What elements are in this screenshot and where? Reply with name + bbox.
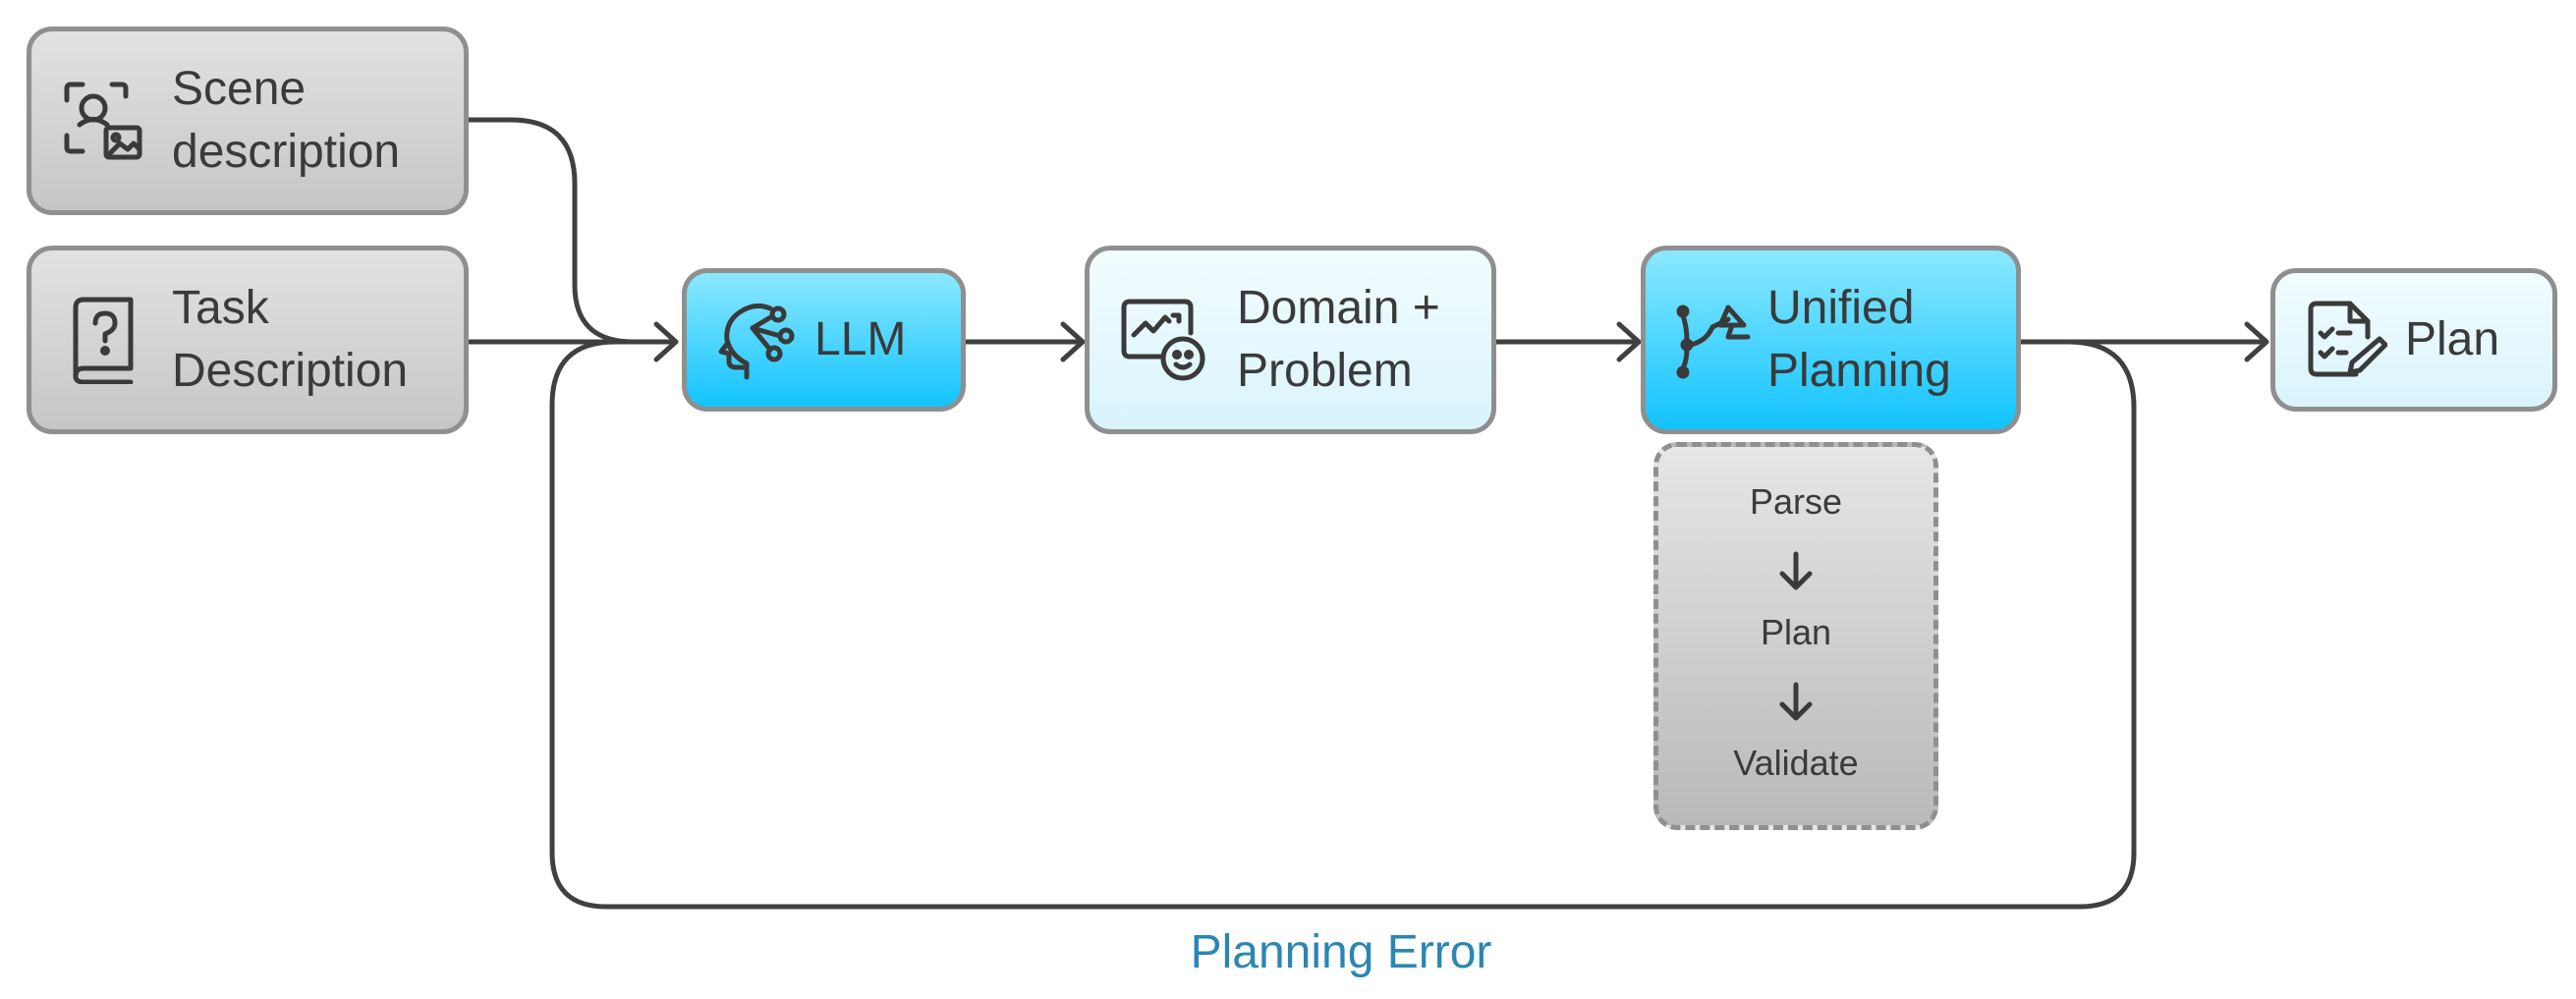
arrow-down-icon <box>1779 551 1813 590</box>
connector-scene-to-llm <box>466 117 677 345</box>
subprocess-step-plan: Plan <box>1760 612 1832 652</box>
llm-label: LLM <box>814 313 907 365</box>
path-robot-arm-icon <box>1669 298 1758 382</box>
task-description-label: Task Description <box>172 282 409 397</box>
arrow-down-icon <box>1779 682 1813 721</box>
question-book-icon <box>56 296 150 384</box>
head-network-icon <box>714 299 803 381</box>
feedback-loop <box>549 339 2137 910</box>
unified-planning-label: Unified Planning <box>1767 282 1951 397</box>
domain-problem-label: Domain + Problem <box>1237 282 1440 397</box>
task-description-node: Task Description <box>27 246 469 434</box>
plan-node: Plan <box>2270 268 2557 412</box>
planning-error-label: Planning Error <box>1190 926 1492 978</box>
checklist-pencil-icon <box>2301 298 2389 382</box>
scene-description-label: Scene description <box>172 63 401 178</box>
domain-problem-node: Domain + Problem <box>1085 246 1496 434</box>
chart-gear-icon <box>1117 296 1211 384</box>
planning-subprocess: Parse Plan Validate <box>1653 442 1938 830</box>
arrowhead-llm <box>653 321 679 362</box>
subprocess-step-parse: Parse <box>1749 481 1843 522</box>
arrowhead-unified <box>1616 321 1642 362</box>
subprocess-step-validate: Validate <box>1733 743 1859 783</box>
plan-label: Plan <box>2405 313 2500 365</box>
scene-image-icon <box>56 79 150 163</box>
unified-planning-node: Unified Planning <box>1641 246 2021 434</box>
arrowhead-plan <box>2244 321 2269 362</box>
arrowhead-domain <box>1060 321 1086 362</box>
scene-description-node: Scene description <box>27 27 469 215</box>
llm-node: LLM <box>682 268 966 412</box>
